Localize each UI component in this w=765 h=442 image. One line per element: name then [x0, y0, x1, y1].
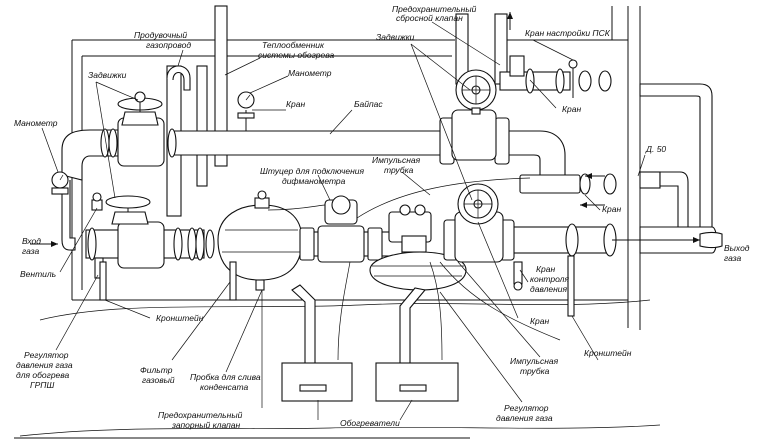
label-gas-filter-2: газовый	[142, 375, 175, 385]
label-fitting-2: дифманометра	[282, 176, 346, 186]
label-valve-small: Вентиль	[20, 269, 56, 279]
label-heat-exchanger-1: Теплообменник	[262, 40, 325, 50]
label-purge-pipe-1: Продувочный	[134, 30, 187, 40]
label-drain-plug-1: Пробка для слива	[190, 372, 261, 382]
label-drain-plug-2: конденсата	[200, 382, 248, 392]
label-tap-right-mid: Кран	[602, 204, 621, 214]
label-impulse-tube-top-2: трубка	[384, 165, 414, 175]
left-manometer	[51, 171, 69, 195]
outside-pipes	[639, 83, 723, 254]
label-regulator-grpsh-1: Регулятор	[24, 350, 69, 360]
impulse-tubes	[267, 177, 561, 341]
label-psk-tap: Кран настройки ПСК	[525, 28, 611, 38]
label-tap-mid: Кран	[286, 99, 305, 109]
label-bracket-mid: Кронштейн	[156, 313, 204, 323]
inlet-valve	[105, 195, 151, 225]
center-line	[299, 195, 467, 291]
label-d50: Д. 50	[645, 144, 666, 154]
label-heat-exchanger-2: системы обогрева	[258, 50, 335, 60]
label-tap-control-2: контроля	[530, 274, 569, 284]
small-valve	[91, 192, 104, 279]
bypass-line	[61, 117, 451, 181]
label-gas-in-2: газа	[22, 246, 39, 256]
gas-filter	[205, 190, 303, 291]
psk-relief-valve	[499, 55, 612, 98]
outlet-valve-wheel	[457, 183, 499, 225]
label-gas-out-1: Выход	[724, 243, 750, 253]
label-relief-valve-2: сбросной клапан	[396, 13, 463, 23]
label-impulse-tube-bottom-1: Импульсная	[510, 356, 559, 366]
bypass-manometer	[237, 91, 255, 131]
leader-lines	[41, 21, 646, 421]
label-gas-regulator-1: Регулятор	[504, 403, 549, 413]
label-shutoff-valve-2: запорный клапан	[171, 420, 240, 430]
label-bypass: Байпас	[354, 99, 383, 109]
label-regulator-grpsh-2: давления газа	[16, 360, 73, 370]
label-tap-control-1: Кран	[536, 264, 555, 274]
labels: Продувочный газопровод Теплообменник сис…	[14, 4, 750, 430]
label-gas-in-1: Вход	[22, 236, 41, 246]
label-manometer-left: Манометр	[14, 118, 58, 128]
label-valves-right: Задвижки	[376, 32, 415, 42]
label-tap-right-top: Кран	[562, 104, 581, 114]
label-bracket-right: Кронштейн	[584, 348, 632, 358]
label-relief-valve-1: Предохранительный	[392, 4, 477, 14]
label-gas-out-2: газа	[724, 253, 741, 263]
label-impulse-tube-top-1: Импульсная	[372, 155, 421, 165]
label-regulator-grpsh-4: ГРПШ	[30, 380, 54, 390]
outlet-pipeline	[443, 173, 617, 263]
label-tap-right-low: Кран	[530, 316, 549, 326]
label-manometer-top: Манометр	[288, 68, 332, 78]
label-heaters: Обогреватели	[340, 418, 400, 428]
label-valves-left: Задвижки	[88, 70, 127, 80]
label-purge-pipe-2: газопровод	[146, 40, 191, 50]
label-shutoff-valve-1: Предохранительный	[158, 410, 243, 420]
label-gas-regulator-2: давления газа	[496, 413, 553, 423]
brackets	[99, 255, 575, 317]
flow-arrows	[30, 12, 700, 247]
label-impulse-tube-bottom-2: трубка	[520, 366, 550, 376]
label-tap-control-3: давления	[530, 284, 568, 294]
left-bypass-valve	[117, 91, 163, 126]
label-gas-filter-1: Фильтр	[140, 365, 173, 375]
label-fitting-1: Штуцер для подключения	[260, 166, 364, 176]
bypass-valve-wheel	[455, 69, 497, 115]
control-tap	[513, 261, 523, 291]
heaters	[281, 362, 459, 402]
label-regulator-grpsh-3: для обогрева	[16, 370, 70, 380]
